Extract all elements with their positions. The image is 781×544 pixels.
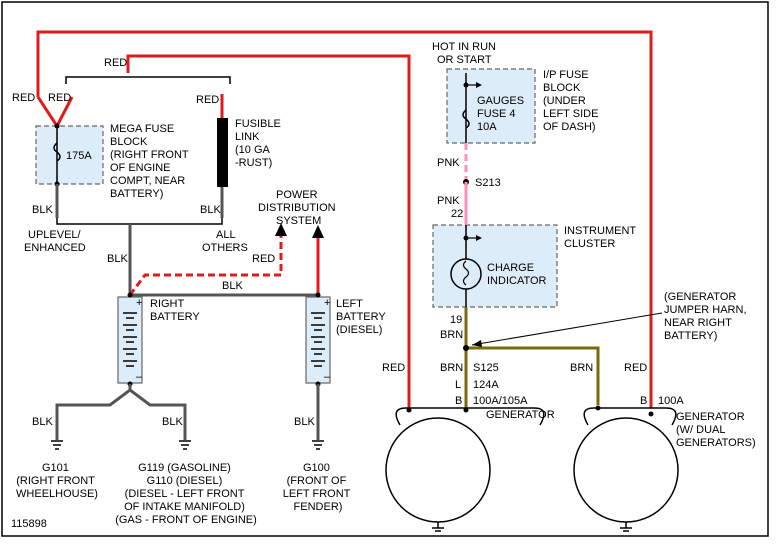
arrow-to-pds-solid [312, 225, 324, 238]
generator1-b-terminal [406, 407, 412, 413]
left-battery-cells [311, 312, 325, 367]
blk-wire-g119 [129, 388, 187, 440]
callout-arrow-icon [472, 340, 482, 347]
mega-fuse-block-box [35, 125, 104, 185]
label-red-gen2: RED [624, 362, 647, 374]
gauges-fuse-icon [462, 109, 470, 129]
generator2-housing [583, 407, 677, 426]
right-battery-pos-terminal [127, 292, 133, 298]
label-red-top: RED [104, 57, 127, 69]
label-blk-mega: BLK [32, 204, 53, 216]
left-battery-pos-terminal [315, 292, 321, 298]
g100-label: G100 (FRONT OF LEFT FRONT FENDER) [283, 462, 354, 513]
label-s125: S125 [473, 362, 499, 374]
label-blk-g100: BLK [294, 416, 315, 428]
label-100a-105a: 100A/105A [473, 395, 528, 407]
left-battery-label: LEFT BATTERY (DIESEL) [336, 298, 389, 336]
red-wire-left-diag [36, 96, 59, 127]
label-mega-fuse-rating: 175A [66, 150, 92, 162]
label-red-left-outer: RED [12, 92, 35, 104]
lower-bracket [56, 218, 223, 225]
generator1-icon [385, 417, 491, 523]
generator1-l-terminal [463, 407, 469, 413]
label-red-left-inner: RED [48, 92, 71, 104]
ip-fuse-block-label: I/P FUSE BLOCK (UNDER LEFT SIDE OF DASH) [543, 69, 602, 133]
label-pin-b2: B [640, 395, 647, 407]
arrow-to-pds-dashed [275, 223, 287, 236]
blk-wire-g101 [55, 384, 132, 440]
label-100a: 100A [658, 395, 684, 407]
top-bracket [65, 76, 231, 84]
label-blk-g101: BLK [32, 416, 53, 428]
label-s213: S213 [475, 177, 501, 189]
label-brn-gen2: BRN [570, 362, 593, 374]
generator2-icon [573, 417, 679, 523]
gauges-fuse-label: GAUGES FUSE 4 10A [477, 95, 527, 133]
callout-line [471, 312, 663, 346]
generator1-label: GENERATOR [486, 409, 555, 421]
red-dashed-to-pds [128, 233, 283, 296]
label-pin-b1: B [455, 395, 462, 407]
power-distribution-label: POWER DISTRIBUTION SYSTEM [258, 189, 339, 227]
generator2-l-terminal [595, 405, 601, 411]
right-battery-icon [117, 296, 143, 384]
ip-fuse-block-box [446, 68, 536, 144]
hot-in-run-label: HOT IN RUN OR START [432, 41, 499, 66]
label-blk-g119: BLK [162, 416, 183, 428]
mega-fuse-block-label: MEGA FUSE BLOCK (RIGHT FRONT OF ENGINE C… [110, 123, 192, 200]
generator2-b-terminal [648, 411, 654, 417]
diagram-frame [1, 1, 769, 537]
label-blk-fusible: BLK [200, 204, 221, 216]
right-battery-plus: + [136, 297, 142, 309]
g119-label: G119 (GASOLINE) G110 (DIESEL) (DIESEL - … [115, 462, 257, 526]
label-pin-l: L [455, 379, 461, 391]
left-battery-plus: + [324, 297, 330, 309]
fusible-link-label: FUSIBLE LINK (10 GA -RUST) [235, 118, 284, 169]
left-battery-minus: – [324, 371, 331, 383]
charge-indicator-icon [450, 258, 482, 290]
s125-splice [463, 345, 469, 351]
all-others-label: ALL OTHERS [202, 229, 248, 254]
instrument-cluster-label: INSTRUMENT CLUSTER [564, 225, 639, 250]
g101-label: G101 (RIGHT FRONT WHEELHOUSE) [16, 462, 98, 500]
cluster-arrow-icon [476, 235, 482, 241]
fusible-link-icon [217, 118, 228, 187]
right-battery-minus: – [136, 371, 143, 383]
label-124a: 124A [473, 379, 499, 391]
label-brn-s125: BRN [440, 362, 463, 374]
label-pin-19: 19 [450, 314, 462, 326]
mega-fuse-terminal-top [54, 123, 60, 129]
charge-indicator-filament [462, 260, 470, 286]
label-blk-right-batt-top: BLK [107, 253, 128, 265]
label-pnk-lower: PNK [437, 195, 460, 207]
generator-jumper-label: (GENERATOR JUMPER HARN, NEAR RIGHT BATTE… [664, 291, 750, 342]
label-pnk-upper: PNK [437, 157, 460, 169]
uplevel-label: UPLEVEL/ ENHANCED [24, 229, 86, 254]
brn-wire-jumper [464, 307, 600, 405]
label-blk-between: BLK [222, 280, 243, 292]
charge-indicator-label: CHARGE INDICATOR [487, 262, 547, 287]
ground-symbols [51, 440, 324, 450]
right-battery-cells [123, 312, 137, 367]
left-battery-icon [305, 296, 331, 384]
figure-id: 115898 [11, 518, 47, 530]
red-wire-right-diag [55, 96, 74, 127]
label-brn-19: BRN [440, 329, 463, 341]
label-pin-22: 22 [451, 208, 463, 220]
red-wire-generator1 [126, 54, 411, 413]
label-red-fusible: RED [196, 94, 219, 106]
generator-grounds [432, 522, 632, 532]
label-red-gen1: RED [382, 362, 405, 374]
gauges-fuse-arrow-icon [476, 82, 482, 88]
label-red-pds: RED [252, 253, 275, 265]
red-wire-main-loop [36, 30, 653, 413]
mega-fuse-icon [53, 142, 61, 162]
generator2-label: GENERATOR (W/ DUAL GENERATORS) [676, 411, 756, 449]
right-battery-label: RIGHT BATTERY [150, 298, 200, 323]
